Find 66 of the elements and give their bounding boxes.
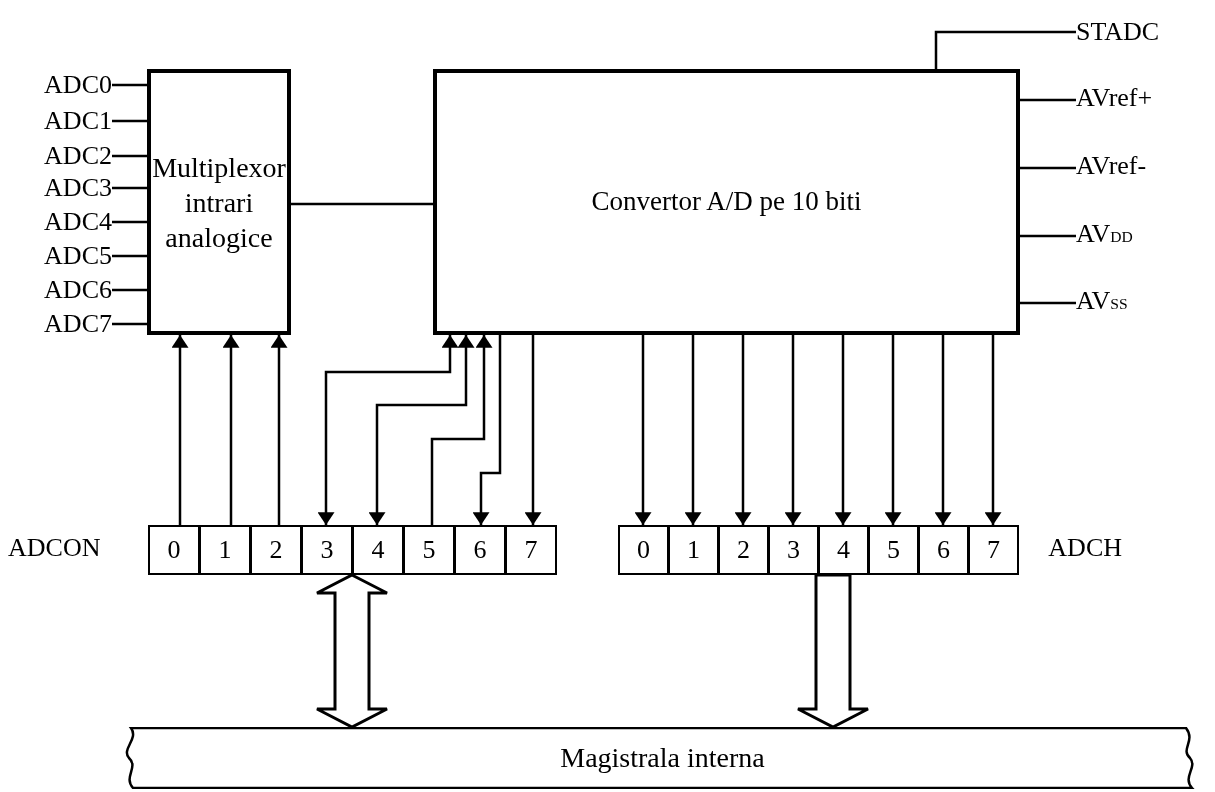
connector-line (1020, 301, 1076, 305)
connector-line (112, 83, 147, 87)
bus-label: Magistrala interna (560, 742, 765, 774)
block-label: Multiplexor intrari analogice (151, 150, 287, 255)
bit-cell: 6 (918, 525, 969, 575)
arrow (270, 335, 288, 525)
bit-cell: 0 (148, 525, 200, 575)
signal-label: ADC6 (4, 275, 112, 305)
signal-label: ADC3 (4, 173, 112, 203)
arrow (171, 335, 189, 525)
arrow (834, 335, 852, 525)
connector-line (112, 119, 147, 123)
connector-line (112, 288, 147, 292)
arrow (934, 335, 952, 525)
bit-cell: 3 (768, 525, 819, 575)
arrow (317, 335, 459, 525)
signal-label: ADC5 (4, 241, 112, 271)
arrow (222, 335, 240, 525)
connector-line (1020, 98, 1076, 102)
signal-label: STADC (1076, 17, 1210, 49)
arrow (634, 335, 652, 525)
bit-cell: 1 (199, 525, 251, 575)
connector-line (1020, 234, 1076, 238)
multiplexer-block (147, 69, 291, 335)
signal-label: ADC0 (4, 70, 112, 100)
signal-label: AVref+ (1076, 83, 1210, 117)
signal-label: ADC4 (4, 207, 112, 237)
arrow (430, 335, 493, 525)
connector-line (112, 322, 147, 326)
arrow (784, 335, 802, 525)
block-label: Convertor A/D pe 10 biti (590, 185, 863, 219)
arrow (884, 335, 902, 525)
bit-cell: 2 (718, 525, 769, 575)
signal-label: ADC7 (4, 309, 112, 339)
bit-cell: 1 (668, 525, 719, 575)
arrow (368, 335, 475, 525)
bit-cell: 5 (403, 525, 455, 575)
connector-line (112, 186, 147, 190)
bit-cell: 5 (868, 525, 919, 575)
hollow-bus-arrow (315, 573, 389, 729)
connector-line (1020, 166, 1076, 170)
connector-line (112, 154, 147, 158)
bit-cell: 7 (505, 525, 557, 575)
bit-cell: 7 (968, 525, 1019, 575)
bit-cell: 0 (618, 525, 669, 575)
arrow (684, 335, 702, 525)
converter-block (433, 69, 1020, 335)
connector-line (112, 220, 147, 224)
bit-cell: 4 (352, 525, 404, 575)
arrow (734, 335, 752, 525)
register-name: ADCH (1048, 533, 1122, 563)
register-name: ADCON (8, 533, 101, 563)
arrow (984, 335, 1002, 525)
bit-cell: 6 (454, 525, 506, 575)
signal-label: ADC1 (4, 106, 112, 136)
bit-cell: 2 (250, 525, 302, 575)
connector-line (112, 254, 147, 258)
bit-cell: 3 (301, 525, 353, 575)
connector-line (934, 30, 1076, 69)
signal-label: AVref- (1076, 151, 1210, 185)
arrow (524, 335, 542, 525)
arrow (472, 335, 502, 525)
signal-label: ADC2 (4, 141, 112, 171)
hollow-bus-arrow (796, 573, 870, 729)
bit-cell: 4 (818, 525, 869, 575)
connector-line (291, 202, 433, 206)
